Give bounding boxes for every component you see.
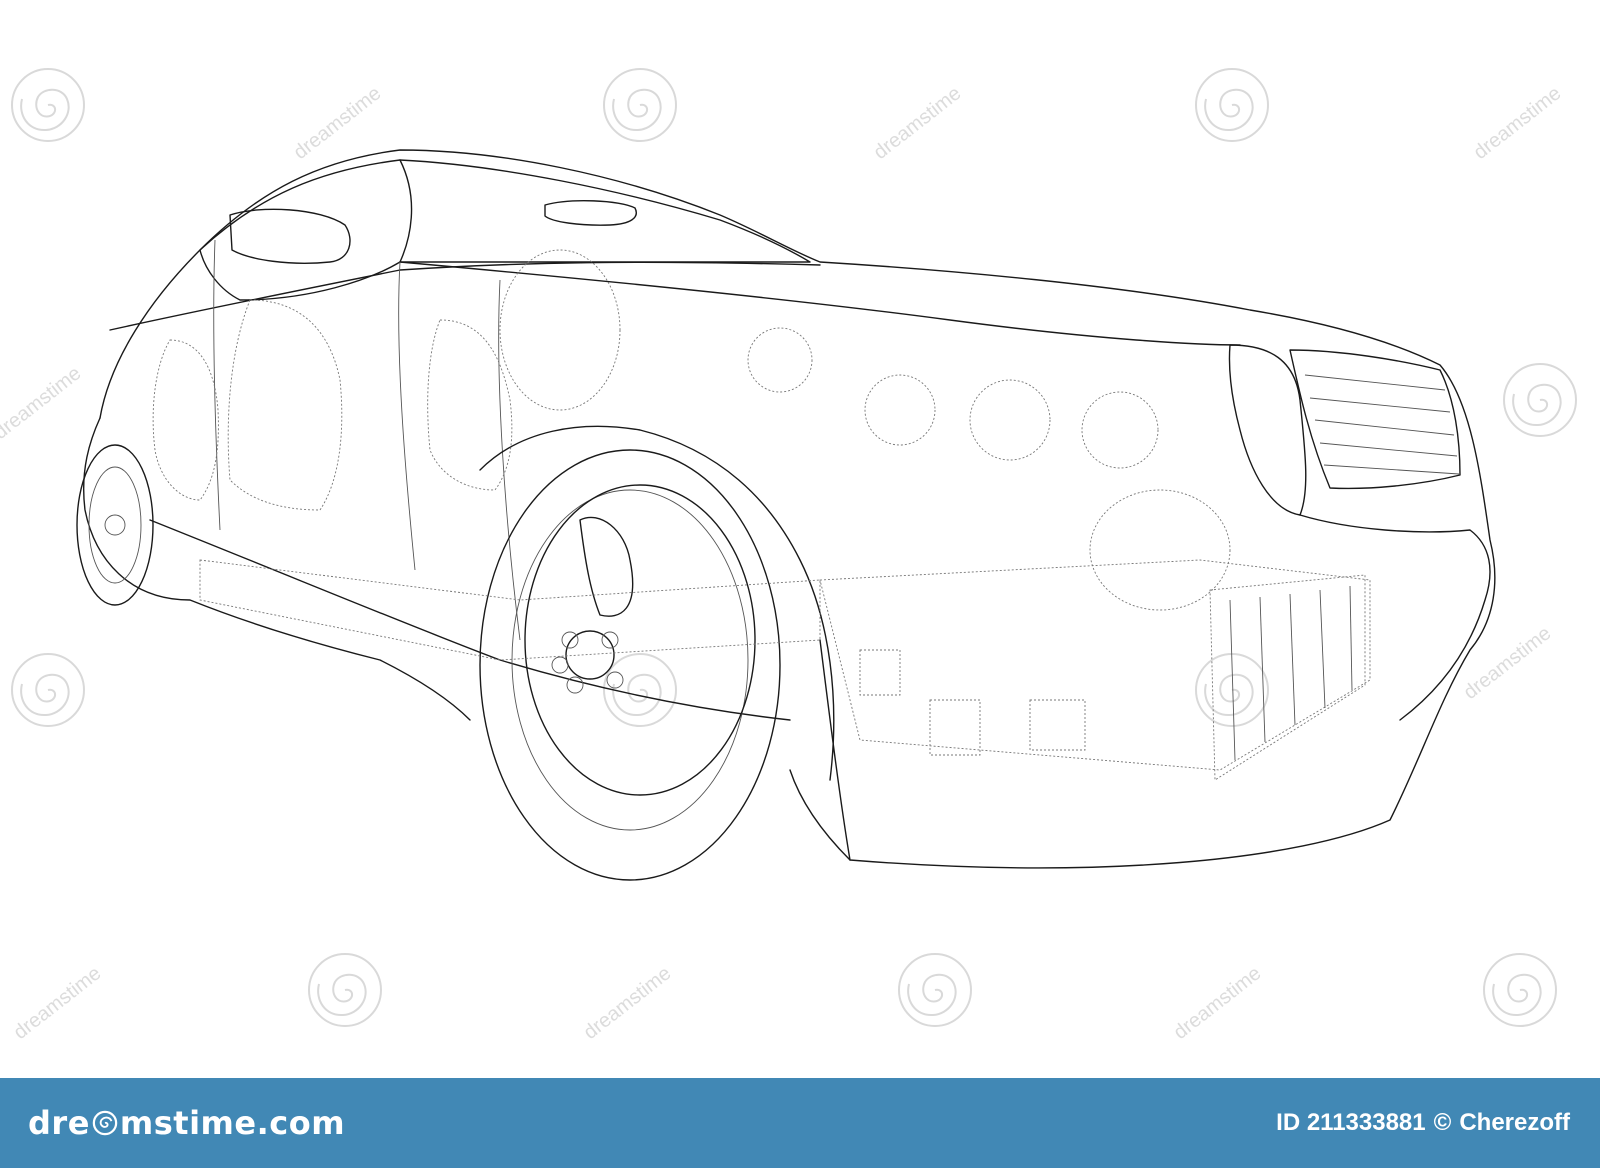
image-canvas: dreamstime dreamstime dreamstime dreamst… — [0, 68, 1577, 1044]
car-front-wheel-arch — [479, 425, 835, 781]
car-front-right-wheel — [1089, 489, 1231, 611]
car-beltline — [109, 261, 821, 331]
car-rear-hub — [104, 514, 126, 536]
car-rear-rim — [88, 466, 142, 584]
car-radiator-fin — [1289, 593, 1296, 726]
brand-suffix: mstime.com — [119, 1104, 346, 1142]
car-side-mirror — [229, 208, 351, 264]
car-radiator-fin — [1229, 599, 1236, 761]
car-grille-slat — [1309, 397, 1451, 413]
car-front-bumper — [1299, 514, 1491, 721]
copyright-symbol: © — [1433, 1109, 1452, 1136]
car-lug-nut — [601, 631, 619, 649]
car-engine-part — [929, 699, 981, 756]
spiral-icon — [92, 1110, 118, 1136]
image-credit: ID 211333881 © Cherezoff — [1276, 1109, 1570, 1137]
car-grille-slat — [1323, 464, 1460, 475]
car-grille-slat — [1304, 374, 1446, 391]
car-lug-nut — [551, 656, 569, 674]
car-body-outline — [99, 149, 1496, 869]
car-roof — [199, 159, 413, 301]
car-grille-slat — [1319, 442, 1458, 457]
car-lug-nut — [561, 631, 579, 649]
car-windshield — [399, 159, 811, 263]
car-wheel-hub — [565, 630, 615, 680]
car-radiator-fin — [1319, 589, 1326, 709]
author-name[interactable]: Cherezoff — [1459, 1109, 1570, 1136]
car-front-valance — [819, 639, 851, 861]
stock-footer-bar: dre mstime.com ID 211333881 © Cherezoff — [0, 1078, 1600, 1168]
car-rocker-line — [149, 519, 791, 721]
car-engine-part — [969, 379, 1051, 461]
car-grille — [1289, 349, 1461, 490]
car-lug-nut — [566, 676, 584, 694]
car-engine-part — [1029, 699, 1086, 751]
car-radiator — [1209, 574, 1366, 781]
car-rearview-mirror — [544, 200, 637, 226]
car-door-line — [498, 279, 521, 641]
image-id: ID 211333881 — [1276, 1109, 1426, 1136]
car-door-line — [213, 239, 221, 531]
car-side-sill — [82, 417, 471, 721]
car-front-rim — [511, 489, 749, 831]
car-engine-part — [864, 374, 936, 446]
car-brake-disc — [524, 484, 756, 796]
car-door-line — [398, 261, 416, 571]
car-engine-part — [747, 327, 813, 393]
car-brake-caliper — [579, 516, 634, 617]
car-lug-nut — [606, 671, 624, 689]
car-seat — [152, 339, 219, 501]
car-radiator-fin — [1259, 596, 1266, 743]
car-steering-wheel — [499, 249, 621, 411]
watermark-layer: dreamstime dreamstime dreamstime dreamst… — [0, 68, 1577, 1044]
brand-prefix: dre — [28, 1104, 90, 1142]
car-chassis-frame — [819, 559, 1371, 771]
car-radiator-fin — [1349, 585, 1353, 691]
car-floor-pan — [199, 559, 821, 661]
car-rear-tire — [76, 444, 154, 606]
car-wireframe-drawing — [76, 149, 1496, 881]
dreamstime-logo[interactable]: dre mstime.com — [28, 1104, 345, 1142]
car-seat — [227, 299, 343, 511]
car-front-tire — [479, 449, 781, 881]
car-engine-part — [1081, 391, 1159, 469]
car-engine-part — [859, 649, 901, 696]
car-grille-slat — [1314, 419, 1455, 436]
car-seat — [427, 319, 513, 491]
car-hood-line — [399, 261, 1241, 346]
